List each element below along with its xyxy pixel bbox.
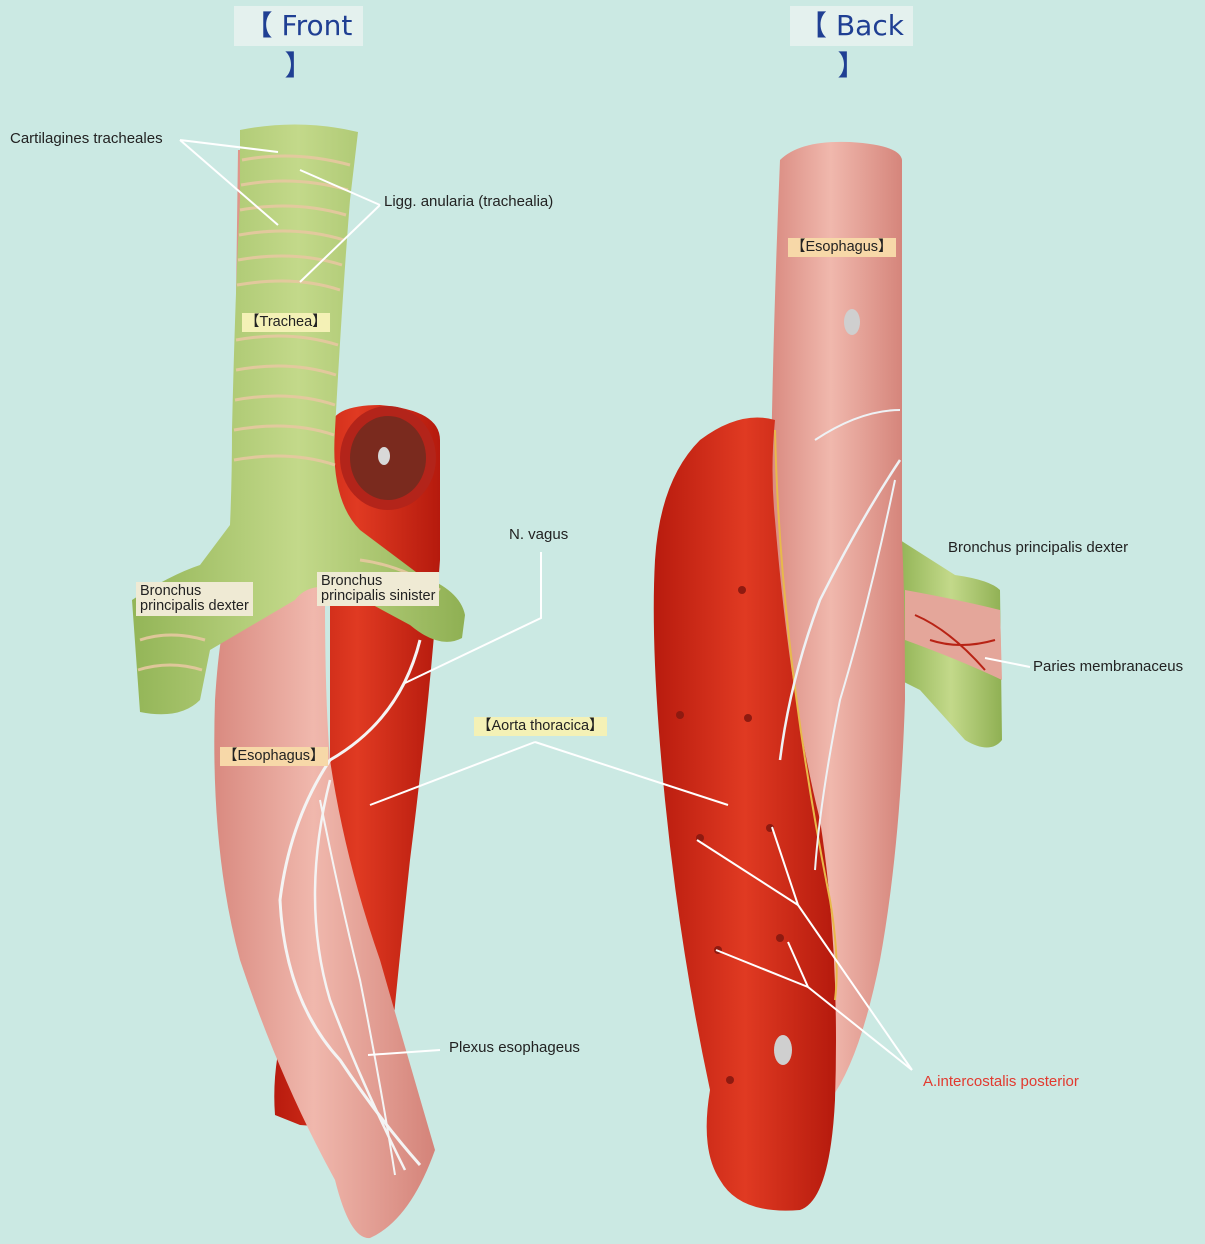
label-n-vagus: N. vagus	[509, 527, 568, 543]
front-specimen	[132, 124, 465, 1238]
label-line: principalis dexter	[140, 599, 249, 614]
back-view-title: 【 Back 】	[790, 6, 913, 46]
label-cartilagines-tracheales: Cartilagines tracheales	[10, 131, 163, 147]
back-specimen	[654, 142, 1002, 1211]
label-a-intercostalis-posterior: A.intercostalis posterior	[923, 1074, 1079, 1090]
label-esophagus-front: 【Esophagus】	[220, 747, 328, 766]
label-bronchus-principalis-sinister: Bronchus principalis sinister	[317, 572, 439, 606]
label-esophagus-back: 【Esophagus】	[788, 238, 896, 257]
label-aorta-thoracica: 【Aorta thoracica】	[474, 717, 607, 736]
label-ligg-anularia: Ligg. anularia (trachealia)	[384, 194, 553, 210]
label-bronchus-principalis-dexter-front: Bronchus principalis dexter	[136, 582, 253, 616]
label-bronchus-principalis-dexter-back: Bronchus principalis dexter	[948, 540, 1128, 556]
label-line: principalis sinister	[321, 589, 435, 604]
label-plexus-esophageus: Plexus esophageus	[449, 1040, 580, 1056]
label-line: Bronchus	[321, 574, 435, 589]
label-trachea: 【Trachea】	[242, 313, 330, 332]
label-paries-membranaceus: Paries membranaceus	[1033, 659, 1183, 675]
label-line: Bronchus	[140, 584, 249, 599]
front-view-title: 【 Front 】	[234, 6, 363, 46]
